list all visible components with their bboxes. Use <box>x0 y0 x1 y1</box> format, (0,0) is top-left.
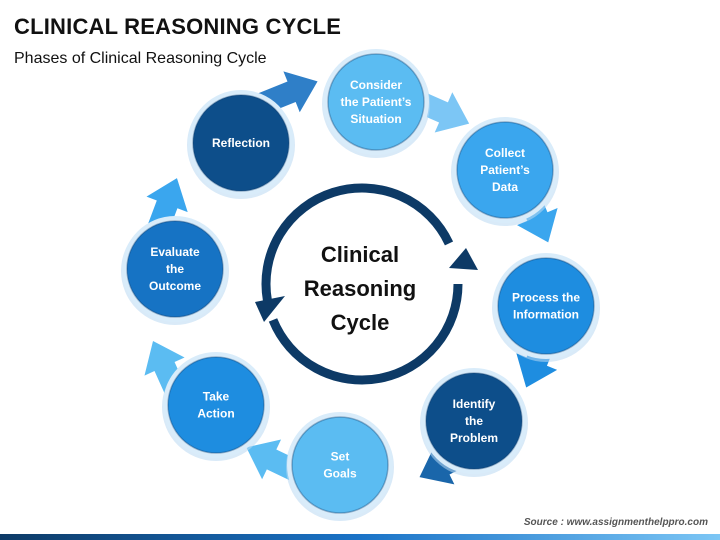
center-title-line: Reasoning <box>304 276 416 301</box>
cycle-node-label: the Patient’s <box>341 95 412 109</box>
center-title-line: Clinical <box>321 242 399 267</box>
cycle-node-label: the <box>166 262 184 276</box>
source-credit: Source : www.assignmenthelppro.com <box>523 517 708 528</box>
inner-cycle-arrow-top <box>261 183 454 302</box>
cycle-node-label: Identify <box>453 397 496 411</box>
cycle-node-label: Situation <box>350 112 401 126</box>
cycle-node-label: Set <box>331 450 350 464</box>
cycle-node-label: Data <box>492 180 518 194</box>
bottom-accent-bar <box>0 534 720 540</box>
cycle-node-label: Goals <box>323 467 357 481</box>
cycle-node-label: Collect <box>485 146 525 160</box>
cycle-node-label: the <box>465 414 483 428</box>
cycle-node-reflection: Reflection <box>187 90 295 199</box>
page-title: CLINICAL REASONING CYCLE <box>14 14 342 39</box>
cycle-node-label: Problem <box>450 431 498 445</box>
center-title-line: Cycle <box>331 310 390 335</box>
page-subtitle: Phases of Clinical Reasoning Cycle <box>14 50 267 67</box>
cycle-node-label: Outcome <box>149 279 201 293</box>
cycle-node-label: Patient’s <box>480 163 530 177</box>
cycle-node-label: Action <box>197 407 234 421</box>
cycle-node-label: Process the <box>512 291 580 305</box>
cycle-node-label: Information <box>513 308 579 322</box>
inner-cycle-arrowhead-left <box>255 296 285 322</box>
cycle-node-label: Reflection <box>212 136 270 150</box>
cycle-node-label: Take <box>203 390 230 404</box>
cycle-node-label: Consider <box>350 78 402 92</box>
inner-cycle-arrow-bottom <box>268 283 463 385</box>
inner-cycle-arrowhead-right <box>449 248 478 270</box>
cycle-node-label: Evaluate <box>150 245 200 259</box>
